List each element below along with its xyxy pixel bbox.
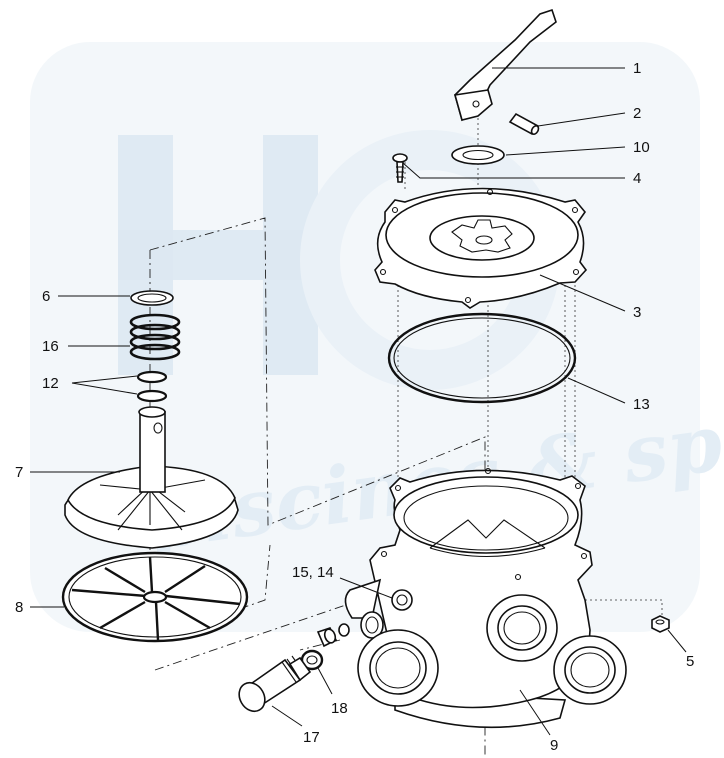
label-part-12: 12 [42,375,59,392]
leader-lines [30,67,687,736]
valve-body-part-9 [344,467,627,729]
o-ring-part-6 [130,290,174,306]
valve-cover-part-3 [374,187,588,309]
label-part-8: 8 [15,599,23,616]
label-part-6: 6 [42,288,50,305]
label-part-9: 9 [550,737,558,754]
label-part-10: 10 [633,139,650,156]
spring-part-16 [129,313,181,361]
label-part-18: 18 [331,700,348,717]
part-labels: 1 2 10 4 3 13 6 16 12 7 8 15, 14 5 17 18… [15,60,694,754]
rotor-part-7 [64,406,239,549]
label-part-17: 17 [303,729,320,746]
label-part-4: 4 [633,170,641,187]
label-part-13: 13 [633,396,650,413]
gasket-part-8 [61,551,249,643]
label-part-16: 16 [42,338,59,355]
handle-part-1 [453,8,557,122]
sight-glass-part-17 [238,655,312,713]
screw-part-4 [392,153,408,183]
label-part-15-14: 15, 14 [292,564,334,581]
label-part-3: 3 [633,304,641,321]
o-ring-part-13 [387,312,577,404]
small-parts-part-18 [300,623,350,671]
washer-part-10 [451,145,505,165]
label-part-2: 2 [633,105,641,122]
label-part-5: 5 [686,653,694,670]
label-part-7: 7 [15,464,23,481]
label-part-1: 1 [633,60,641,77]
o-rings-part-12 [136,370,168,403]
nut-part-5 [651,615,670,633]
